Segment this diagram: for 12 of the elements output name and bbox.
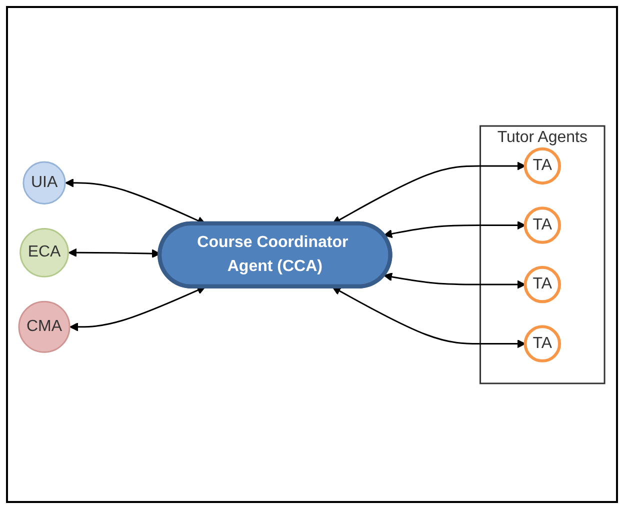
- node-circle: UIA: [22, 161, 66, 204]
- arrow: [332, 286, 526, 348]
- node-circle: TA: [524, 147, 562, 184]
- node-circle: TA: [524, 206, 562, 244]
- node-circle: CMA: [18, 300, 71, 353]
- arrow: [332, 161, 526, 224]
- arrow: [384, 220, 526, 238]
- arrow: [70, 286, 206, 332]
- node-circle: TA: [524, 266, 562, 303]
- node-circle: ECA: [20, 228, 70, 278]
- node-circle: TA: [524, 324, 562, 362]
- arrow: [384, 272, 526, 289]
